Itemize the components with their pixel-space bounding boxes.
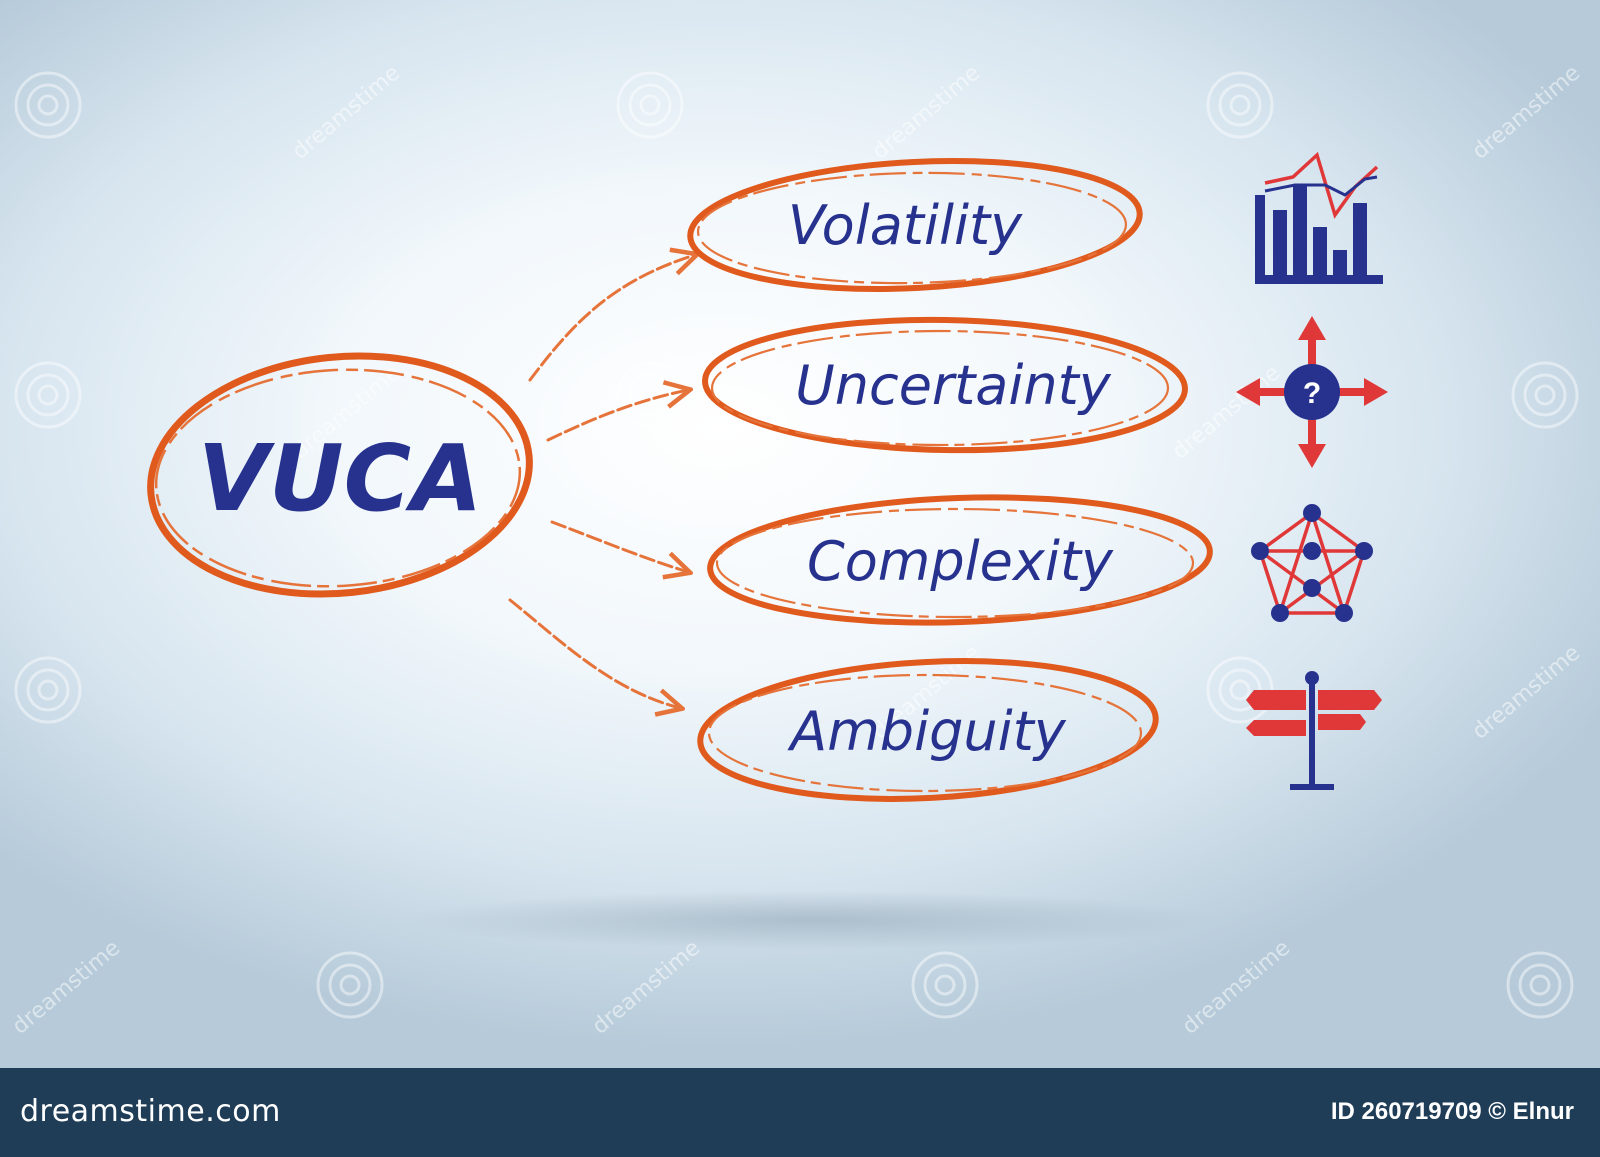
- arrow-to-uncertainty: [546, 390, 688, 442]
- question-arrows-icon: ?: [1236, 316, 1388, 468]
- center-ellipse-sketch: [154, 368, 522, 588]
- svg-text:?: ?: [1303, 377, 1321, 410]
- center-node: VUCA: [147, 352, 533, 598]
- branch-label: Complexity: [807, 530, 1114, 593]
- arrow-to-complexity: [550, 520, 688, 572]
- branch-complexity: Complexity: [707, 494, 1213, 626]
- branch-label: Ambiguity: [787, 700, 1067, 763]
- branch-ambiguity: Ambiguity: [697, 658, 1159, 802]
- branch-ellipse: [687, 157, 1143, 293]
- signpost-icon: [1246, 671, 1382, 790]
- watermark-logos: [14, 71, 1579, 1019]
- vuca-diagram: dreamstime dreamstime dreamstime dreamst…: [8, 61, 1585, 1040]
- center-label: VUCA: [198, 425, 483, 532]
- arrow-to-ambiguity: [508, 598, 680, 708]
- branch-ellipse-sketch: [696, 171, 1128, 285]
- branch-label: Uncertainty: [795, 354, 1112, 417]
- branch-ellipse: [702, 316, 1188, 454]
- watermark-logo: [14, 656, 82, 724]
- watermark-text: dreamstime: [1468, 61, 1585, 165]
- watermark-logo: [911, 951, 979, 1019]
- network-icon: [1251, 504, 1373, 622]
- watermark-text: dreamstime: [1168, 361, 1285, 465]
- watermark-logo: [1511, 361, 1579, 429]
- arrow-to-volatility: [528, 255, 695, 382]
- branch-ellipse-sketch: [710, 329, 1170, 447]
- watermark-text: dreamstime: [288, 61, 405, 165]
- bar-chart-icon: [1255, 151, 1383, 284]
- branch-ellipse-sketch: [715, 507, 1195, 619]
- watermark-text: dreamstime: [868, 61, 985, 165]
- branch-ellipse-sketch: [707, 673, 1143, 793]
- branch-ellipse: [697, 658, 1159, 802]
- branch-ellipse: [707, 494, 1213, 626]
- floor-shadow: [400, 890, 1220, 950]
- footer-image-id: ID 260719709 © Elnur: [1330, 1098, 1574, 1125]
- branch-uncertainty: Uncertainty: [702, 316, 1188, 454]
- branch-label: Volatility: [788, 194, 1023, 257]
- center-ellipse: [147, 352, 533, 598]
- footer-brand: dreamstime.com: [20, 1094, 281, 1129]
- watermark-text: dreamstime: [1468, 641, 1585, 745]
- watermark-logo: [1506, 951, 1574, 1019]
- watermark-text: dreamstime: [8, 936, 125, 1040]
- connectors: [508, 255, 695, 708]
- watermark-logo: [14, 361, 82, 429]
- watermark-logo: [14, 71, 82, 139]
- stock-footer: dreamstime.com ID 260719709 © Elnur: [0, 1068, 1600, 1157]
- canvas: dreamstime dreamstime dreamstime dreamst…: [0, 0, 1600, 1068]
- watermark-text: dreamstime: [588, 936, 705, 1040]
- watermark-logo: [316, 951, 384, 1019]
- watermark-logo: [1206, 71, 1274, 139]
- watermark-logo: [616, 71, 684, 139]
- branch-volatility: Volatility: [687, 157, 1143, 293]
- watermark-text: dreamstime: [1178, 936, 1295, 1040]
